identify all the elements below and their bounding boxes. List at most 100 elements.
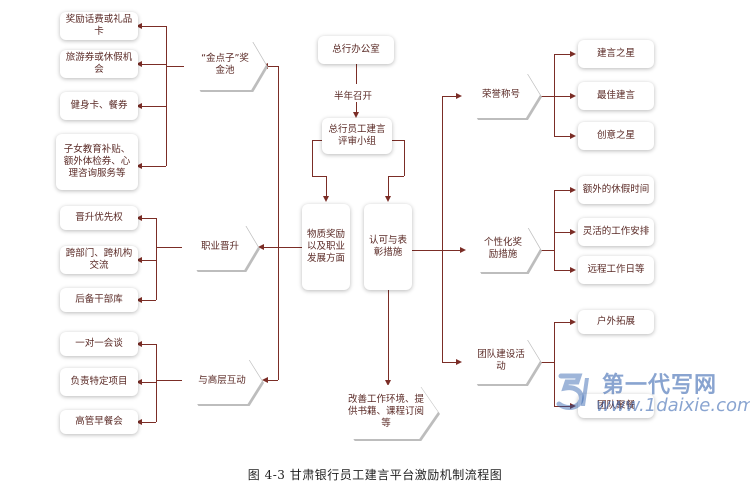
- line-team-leaf-2: [554, 406, 570, 408]
- node-improve: 改善工作环境、提供书籍、课程订阅等: [334, 385, 438, 439]
- line-promotion-leaf-1: [140, 218, 156, 220]
- leaf-exec-3: 高管早餐会: [60, 410, 138, 434]
- leaf-exec-2: 负责特定项目: [60, 368, 138, 396]
- line-left-to-material: [312, 176, 326, 178]
- arrow-to-personal: [460, 246, 466, 253]
- arrow-team-leaf-2: [570, 402, 576, 409]
- arrow-to-promotion: [258, 243, 264, 250]
- leaf-team-1: 户外拓展: [578, 310, 654, 334]
- figure-caption: 图 4-3 甘肃银行员工建言平台激励机制流程图: [247, 468, 503, 482]
- node-team: 团队建设活动: [462, 338, 540, 384]
- leaf-personal-2: 灵活的工作安排: [578, 218, 654, 246]
- leaf-promotion-3: 后备干部库: [60, 288, 138, 312]
- arrow-promotion-leaf-3: [136, 296, 142, 303]
- line-exec-leaves-trunk: [156, 344, 158, 422]
- leaf-pool-4: 子女教育补贴、额外体检券、心理咨询服务等: [56, 134, 138, 190]
- leaf-personal-1: 额外的休假时间: [578, 176, 654, 204]
- leaf-pool-1: 奖励话费或礼品卡: [60, 12, 138, 40]
- line-trunk-honor: [442, 96, 458, 98]
- arrow-promotion-leaf-2: [136, 256, 142, 263]
- line-exec-leaf-2: [140, 382, 156, 384]
- leaf-promotion-1: 晋升优先权: [60, 206, 138, 230]
- node-material: 物质奖励以及职业发展方面: [302, 204, 350, 290]
- line-promotion-to-trunk: [156, 247, 182, 249]
- leaf-honor-3: 创意之星: [578, 122, 654, 150]
- watermark-title: 第一代写网: [602, 373, 718, 398]
- arrow-to-improve: [384, 380, 391, 386]
- node-promotion: 职业晋升: [182, 224, 258, 270]
- leaf-team-2: 团队聚餐: [578, 394, 654, 418]
- node-recognition: 认可与表彰措施: [364, 204, 412, 290]
- watermark-url: www.1daixie.com: [596, 395, 750, 416]
- line-right-drop: [388, 176, 390, 198]
- arrow-to-recognition: [384, 196, 391, 202]
- line-exec-to-trunk: [156, 380, 182, 382]
- line-recognition-trunk: [412, 250, 442, 252]
- node-office: 总行办公室: [318, 36, 394, 64]
- watermark-logo-icon: [556, 373, 589, 410]
- line-honor-leaf-3: [554, 136, 570, 138]
- line-office-semiannual: [356, 64, 358, 84]
- line-exec-leaf-3: [140, 422, 156, 424]
- arrow-pool-leaf-1: [136, 22, 142, 29]
- leaf-personal-3: 远程工作日等: [578, 256, 654, 284]
- arrow-to-team: [456, 358, 462, 365]
- arrow-pool-leaf-4: [136, 162, 142, 169]
- leaf-honor-2: 最佳建言: [578, 82, 654, 110]
- arrow-promotion-leaf-1: [136, 214, 142, 221]
- line-material-trunk: [264, 247, 304, 249]
- node-committee: 总行员工建言评审小组: [322, 118, 392, 154]
- line-trunk-team: [442, 362, 458, 364]
- leaf-exec-1: 一对一会谈: [60, 332, 138, 356]
- arrow-honor-leaf-3: [570, 132, 576, 139]
- line-personal-leaf-3: [554, 270, 570, 272]
- line-honor-to-trunk: [540, 96, 554, 98]
- line-personal-to-trunk: [540, 250, 554, 252]
- node-honor: 荣誉称号: [462, 72, 540, 118]
- line-right-trunk: [442, 96, 444, 362]
- node-personal: 个性化奖励措施: [466, 226, 540, 272]
- line-committee-left-stub: [312, 140, 324, 142]
- line-team-leaf-1: [554, 322, 570, 324]
- line-personal-leaves-trunk: [554, 190, 556, 270]
- leaf-honor-1: 建言之星: [578, 40, 654, 68]
- line-honor-leaves-trunk: [554, 54, 556, 136]
- line-honor-leaf-2: [554, 96, 570, 98]
- line-pool-to-trunk: [166, 66, 184, 68]
- line-committee-left-down: [312, 140, 314, 176]
- arrow-to-material: [322, 196, 329, 202]
- arrow-pool-leaf-3: [136, 102, 142, 109]
- line-pool-leaf-3: [140, 106, 166, 108]
- line-team-to-trunk: [540, 362, 554, 364]
- label-semiannual: 半年召开: [332, 88, 375, 102]
- leaf-pool-3: 健身卡、餐券: [60, 92, 138, 120]
- line-pool-leaves-trunk: [166, 26, 168, 166]
- line-trunk-pool: [266, 66, 278, 68]
- arrow-to-honor: [456, 92, 462, 99]
- line-honor-leaf-1: [554, 54, 570, 56]
- arrow-team-leaf-1: [570, 318, 576, 325]
- node-exec: 与高层互动: [182, 358, 262, 404]
- line-team-leaves-trunk: [554, 322, 556, 406]
- line-left-drop: [326, 176, 328, 198]
- line-committee-right-stub: [392, 140, 404, 142]
- line-committee-right-down: [404, 140, 406, 176]
- line-exec-leaf-1: [140, 344, 156, 346]
- arrow-exec-leaf-1: [136, 340, 142, 347]
- line-semiannual-committee: [356, 100, 358, 114]
- arrow-honor-leaf-2: [570, 92, 576, 99]
- arrow-exec-leaf-2: [136, 378, 142, 385]
- node-pool: “金点子”奖金池: [184, 40, 266, 90]
- leaf-pool-2: 旅游券或休假机会: [60, 50, 138, 78]
- line-promotion-leaf-3: [140, 300, 156, 302]
- line-right-to-recognition: [388, 176, 404, 178]
- line-trunk-personal: [442, 250, 462, 252]
- arrow-personal-leaf-1: [570, 186, 576, 193]
- line-pool-leaf-4: [140, 166, 166, 168]
- arrow-exec-leaf-3: [136, 418, 142, 425]
- arrow-to-exec: [262, 376, 268, 383]
- leaf-promotion-2: 跨部门、跨机构交流: [60, 246, 138, 274]
- line-pool-leaf-1: [140, 26, 166, 28]
- line-promotion-leaves-trunk: [156, 218, 158, 300]
